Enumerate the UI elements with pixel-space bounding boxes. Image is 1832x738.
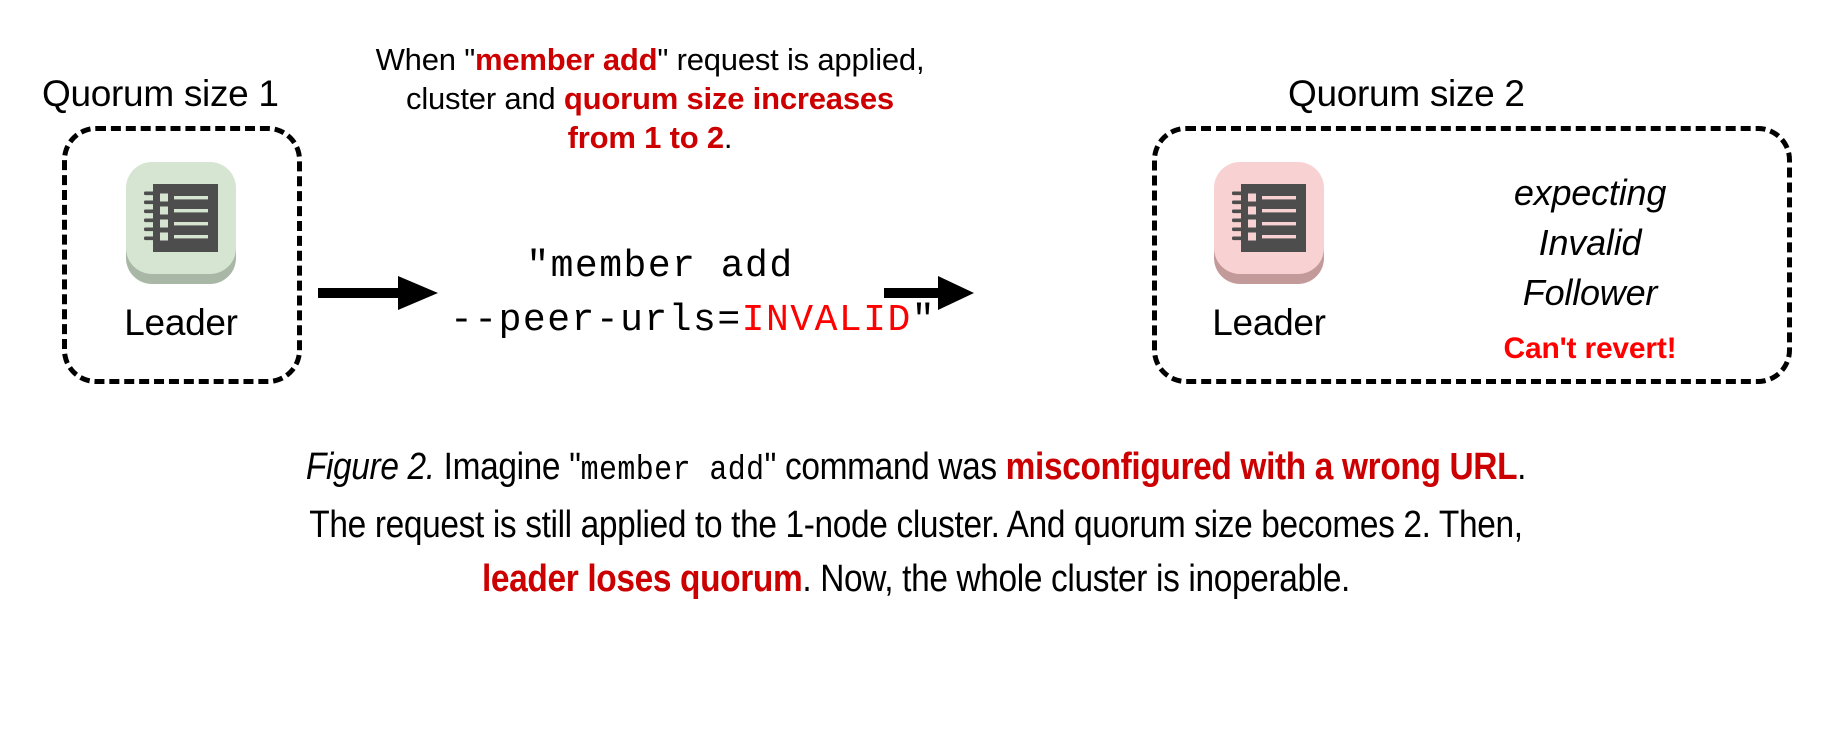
arrow-right-icon	[318, 276, 438, 315]
figure-caption-line-2: The request is still applied to the 1-no…	[110, 498, 1722, 552]
caption-mono-member-add: member add	[580, 452, 765, 490]
caption-highlight-leader-loses-quorum: leader loses quorum	[481, 558, 803, 600]
command-closing-quote: "	[911, 299, 937, 342]
top-note-seg: cluster and	[406, 81, 564, 116]
top-note-line-1: When "member add" request is applied,	[330, 40, 970, 79]
caption-seg: . Now, the whole cluster is inoperable.	[802, 558, 1351, 600]
top-note-line-3: from 1 to 2.	[330, 118, 970, 157]
etcd-ledger-icon	[1232, 181, 1306, 255]
caption-seg: Imagine "	[434, 446, 581, 488]
command-text: "member add --peer-urls=INVALID"	[450, 240, 935, 348]
cant-revert-warning: Can't revert!	[1503, 332, 1677, 365]
etcd-ledger-icon	[144, 181, 218, 255]
caption-seg: The request is still applied to the 1-no…	[309, 504, 1523, 546]
expecting-follower-status: expecting Invalid Follower	[1440, 168, 1740, 318]
left-leader-icon-wrap	[122, 156, 240, 290]
top-note-seg: .	[723, 120, 733, 155]
right-leader-node: Leader	[1210, 156, 1328, 341]
left-cluster-box	[62, 126, 302, 384]
top-note-highlight-member-add: member add	[475, 42, 658, 77]
right-leader-tile	[1214, 162, 1324, 274]
caption-highlight-misconfigured: misconfigured with a wrong URL	[1005, 446, 1518, 488]
status-line-follower: Follower	[1522, 272, 1658, 313]
left-leader-label: Leader	[124, 302, 238, 343]
top-note-line-2: cluster and quorum size increases	[330, 79, 970, 118]
figure-caption: Figure 2. Imagine "member add" command w…	[110, 440, 1722, 606]
top-note-highlight-from-1-to-2: from 1 to 2	[567, 120, 724, 155]
caption-seg: .	[1517, 446, 1527, 488]
arrow-right-icon	[884, 276, 974, 315]
right-leader-icon-wrap	[1210, 156, 1328, 290]
right-leader-label: Leader	[1212, 302, 1326, 343]
figure-caption-line-3: leader loses quorum. Now, the whole clus…	[110, 552, 1722, 606]
left-leader-node: Leader	[122, 156, 240, 341]
top-note-seg: When "	[375, 42, 476, 77]
command-line-1: "member add	[450, 240, 870, 294]
figure-caption-line-1: Figure 2. Imagine "member add" command w…	[110, 440, 1722, 498]
command-line-1-text: "member add	[526, 245, 794, 288]
caption-seg: " command was	[764, 446, 1006, 488]
figure-label: Figure 2.	[305, 446, 435, 488]
command-invalid-value: INVALID	[741, 299, 912, 342]
command-line-2: --peer-urls=INVALID"	[450, 294, 935, 348]
top-note-highlight-quorum-size: quorum size increases	[563, 81, 894, 116]
status-line-invalid: Invalid	[1538, 222, 1642, 263]
left-cluster-title: Quorum size 1	[42, 73, 279, 114]
right-cluster-box	[1152, 126, 1792, 384]
left-leader-tile	[126, 162, 236, 274]
right-cluster-title: Quorum size 2	[1288, 73, 1525, 114]
top-explanation-note: When "member add" request is applied, cl…	[330, 40, 970, 157]
command-flag-text: --peer-urls=	[450, 299, 742, 342]
top-note-seg: " request is applied,	[657, 42, 925, 77]
status-line-expecting: expecting	[1513, 172, 1667, 213]
